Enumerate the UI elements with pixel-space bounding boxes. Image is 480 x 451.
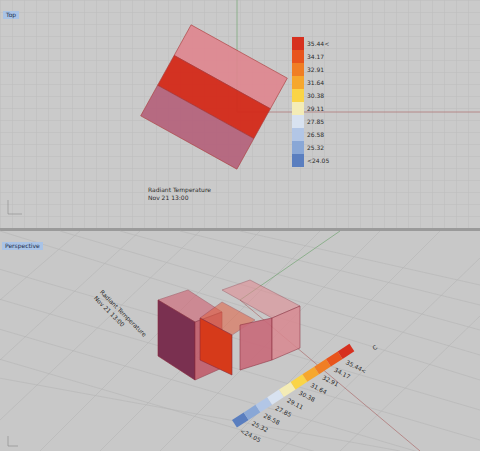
legend-swatch	[292, 128, 304, 141]
legend-value: 26.58	[307, 132, 324, 138]
box-face	[200, 318, 232, 375]
legend-swatch	[292, 102, 304, 115]
x-axis	[240, 300, 420, 451]
legend-value: 34.17	[333, 367, 351, 380]
legend-value: 26.58	[263, 413, 281, 426]
legend-value: 30.38	[307, 93, 324, 99]
legend-swatch	[292, 89, 304, 102]
zone-model	[158, 280, 300, 380]
legend-value: 25.32	[251, 420, 269, 433]
legend-value: 29.11	[307, 106, 324, 112]
legend-swatch	[292, 50, 304, 63]
legend-swatch	[292, 37, 304, 50]
legend-swatch	[292, 76, 304, 89]
legend-value: 34.17	[307, 54, 324, 60]
legend-swatch	[292, 63, 304, 76]
label-holder: Nov 21 13:00	[148, 185, 188, 204]
legend-value: 29.11	[286, 397, 304, 410]
legend-value: 27.85	[307, 119, 324, 125]
legend-value: 31.64	[310, 382, 328, 395]
label-holder: Radiant Temperature	[148, 177, 211, 196]
label-holder: Perspective	[2, 233, 43, 252]
box-face	[272, 306, 300, 360]
zone	[141, 85, 254, 169]
legend-swatch	[292, 141, 304, 154]
legend-value: 32.91	[307, 67, 324, 73]
legend-value: 35.44<	[307, 41, 329, 47]
legend-value: 30.38	[298, 390, 316, 403]
legend-value: 31.64	[307, 80, 324, 86]
zone-plan	[141, 25, 288, 169]
axis-widget	[8, 200, 22, 214]
caption-text: Nov 21 13:00	[148, 195, 188, 201]
legend-value: 25.32	[307, 145, 324, 151]
legend-value: 32.91	[321, 375, 339, 388]
axis-widget	[8, 436, 18, 446]
label-holder: Top	[3, 2, 19, 21]
viewport-tab: Top	[3, 11, 19, 19]
legend: 35.44< 34.17 32.91 31.64 30.38 29.11 27.85 26.5…	[292, 37, 352, 167]
legend-swatch	[292, 115, 304, 128]
caption-text: Radiant Temperature	[148, 187, 211, 193]
viewport-tab: Perspective	[2, 242, 43, 250]
top-viewport	[0, 0, 480, 228]
x-axis	[237, 112, 480, 113]
viewport-divider	[0, 228, 480, 231]
box-face	[158, 300, 195, 380]
perspective-grid	[0, 231, 480, 451]
legend-swatch	[292, 154, 304, 167]
legend-value: 27.85	[274, 405, 292, 418]
legend-value: <24.05	[307, 158, 329, 164]
grid	[0, 0, 480, 228]
box-face	[240, 318, 272, 370]
